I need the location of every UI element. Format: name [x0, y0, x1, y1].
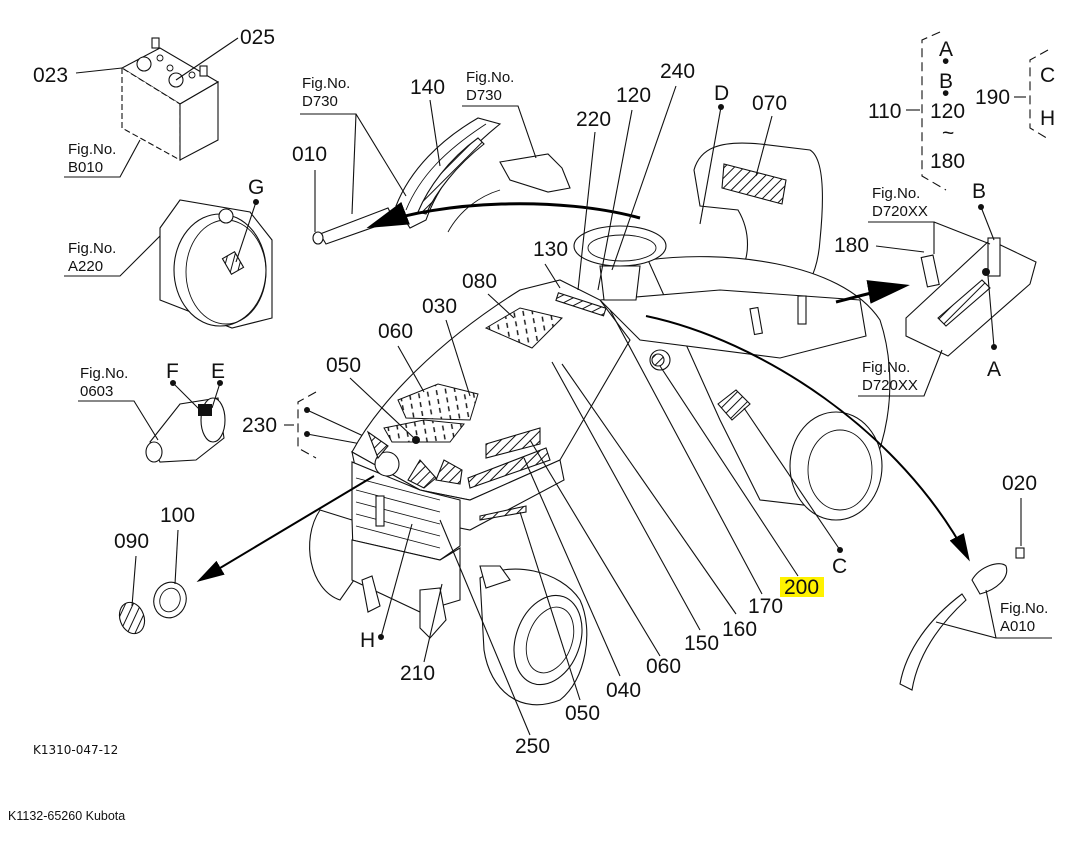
- callout-d[interactable]: D: [714, 82, 729, 105]
- fig-ref-a010[interactable]: A010: [1000, 618, 1035, 635]
- fig-ref-label: Fig.No.: [862, 359, 910, 376]
- callout-a[interactable]: A: [987, 358, 1001, 381]
- fig-ref-label: Fig.No.: [872, 185, 920, 202]
- fig-ref-label: Fig.No.: [80, 365, 128, 382]
- callout-050-bottom[interactable]: 050: [565, 702, 600, 725]
- fig-ref-label: Fig.No.: [466, 69, 514, 86]
- callout-200[interactable]: 200: [784, 576, 819, 599]
- svg-text:180: 180: [930, 150, 965, 173]
- diagram-code: K1310-047-12: [33, 743, 119, 757]
- callout-140[interactable]: 140: [410, 76, 445, 99]
- fig-ref-label: Fig.No.: [302, 75, 350, 92]
- callout-g[interactable]: G: [248, 176, 264, 199]
- pedal-part[interactable]: [899, 547, 1025, 691]
- callout-020[interactable]: 020: [1002, 472, 1037, 495]
- fig-ref-b010[interactable]: B010: [68, 159, 103, 176]
- callout-025[interactable]: 025: [240, 26, 275, 49]
- fig-ref-label: Fig.No.: [68, 240, 116, 257]
- svg-text:•: •: [942, 82, 949, 105]
- fig-ref-a220[interactable]: A220: [68, 258, 103, 275]
- callout-220[interactable]: 220: [576, 108, 611, 131]
- svg-text:H: H: [1040, 107, 1055, 130]
- callout-100[interactable]: 100: [160, 504, 195, 527]
- callout-023[interactable]: 023: [33, 64, 68, 87]
- svg-text:120: 120: [930, 100, 965, 123]
- radiator-part[interactable]: [159, 199, 273, 329]
- callout-070[interactable]: 070: [752, 92, 787, 115]
- callout-130[interactable]: 130: [533, 238, 568, 261]
- air-cleaner-part[interactable]: [145, 397, 226, 463]
- fig-ref-d730-bracket[interactable]: D730: [466, 87, 502, 104]
- callout-240[interactable]: 240: [660, 60, 695, 83]
- callout-210[interactable]: 210: [400, 662, 435, 685]
- fig-ref-d720xx-bottom[interactable]: D720XX: [862, 377, 918, 394]
- callout-080[interactable]: 080: [462, 270, 497, 293]
- callout-120[interactable]: 120: [616, 84, 651, 107]
- tractor-body: [309, 142, 891, 706]
- callout-250[interactable]: 250: [515, 735, 550, 758]
- callout-090[interactable]: 090: [114, 530, 149, 553]
- callout-f[interactable]: F: [166, 360, 179, 383]
- callout-170[interactable]: 170: [748, 595, 783, 618]
- footer-part-number: K1132-65260 Kubota: [8, 809, 126, 823]
- svg-text:B: B: [939, 70, 953, 93]
- callout-060-bottom[interactable]: 060: [646, 655, 681, 678]
- svg-text:•: •: [942, 50, 949, 73]
- svg-text:C: C: [1040, 64, 1055, 87]
- callout-180[interactable]: 180: [834, 234, 869, 257]
- callout-150[interactable]: 150: [684, 632, 719, 655]
- callout-050-top[interactable]: 050: [326, 354, 361, 377]
- fig-ref-d720xx-top[interactable]: D720XX: [872, 203, 928, 220]
- headlight-part[interactable]: [115, 578, 191, 638]
- shift-gate-part[interactable]: [905, 237, 1037, 357]
- callout-010[interactable]: 010: [292, 143, 327, 166]
- battery-part[interactable]: [120, 37, 220, 161]
- callout-c[interactable]: C: [832, 555, 847, 578]
- lever-part[interactable]: [312, 117, 571, 245]
- range-group-190: C H: [1040, 64, 1055, 130]
- callout-230[interactable]: 230: [242, 414, 277, 437]
- svg-text:~: ~: [942, 122, 954, 145]
- svg-text:A: A: [939, 38, 953, 61]
- callout-b[interactable]: B: [972, 180, 986, 203]
- callout-e[interactable]: E: [211, 360, 225, 383]
- callout-190[interactable]: 190: [975, 86, 1010, 109]
- range-group-110: A • B • 120 ~ 180: [930, 38, 965, 173]
- callout-110[interactable]: 110: [868, 100, 901, 123]
- fig-ref-d730[interactable]: D730: [302, 93, 338, 110]
- callout-030[interactable]: 030: [422, 295, 457, 318]
- highlight-marker: [780, 577, 824, 597]
- fig-ref-0603[interactable]: 0603: [80, 383, 113, 400]
- fig-ref-label: Fig.No.: [68, 141, 116, 158]
- callout-040[interactable]: 040: [606, 679, 641, 702]
- callout-160[interactable]: 160: [722, 618, 757, 641]
- callout-h[interactable]: H: [360, 629, 375, 652]
- callout-060-top[interactable]: 060: [378, 320, 413, 343]
- fig-ref-label: Fig.No.: [1000, 600, 1048, 617]
